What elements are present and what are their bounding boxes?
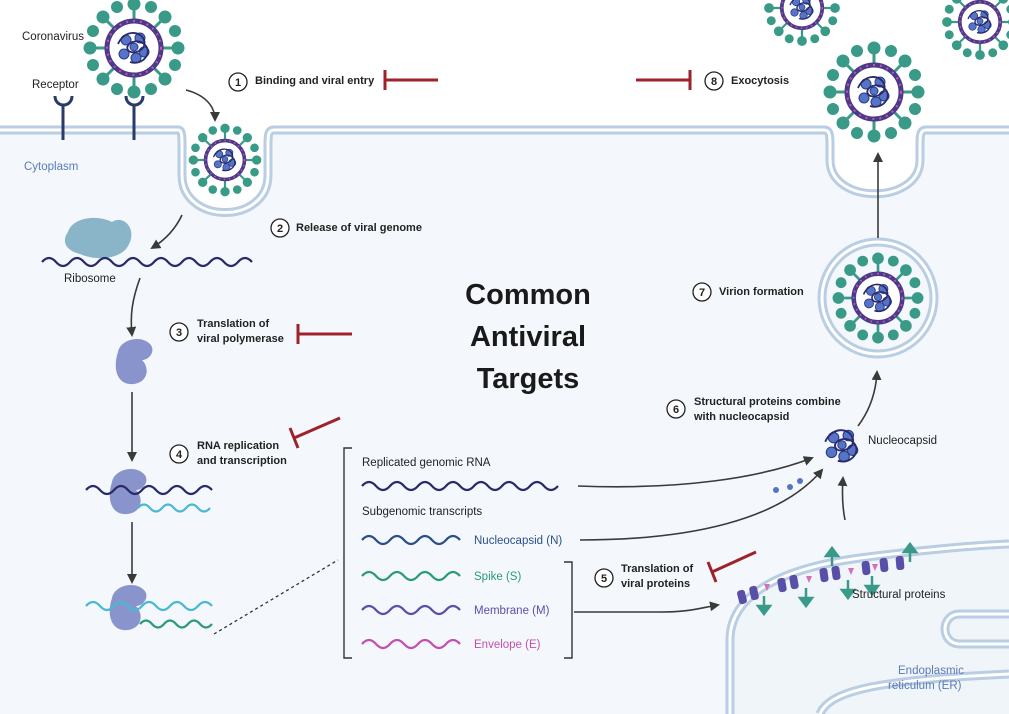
step-3-text-1: Translation of bbox=[197, 318, 269, 330]
template-rna bbox=[85, 484, 213, 496]
template-rna-2 bbox=[85, 600, 213, 612]
subgenomic-header: Subgenomic transcripts bbox=[362, 506, 482, 518]
transcript-e-label: Envelope (E) bbox=[474, 639, 541, 651]
exocytosed-virus bbox=[824, 42, 925, 143]
er-structural-proteins bbox=[737, 541, 919, 617]
step-7: 7 Virion formation bbox=[692, 282, 804, 302]
ribosome bbox=[64, 217, 132, 259]
transcript-s-label: Spike (S) bbox=[474, 571, 521, 583]
new-rna-strand bbox=[137, 503, 211, 513]
transcript-n-label: Nucleocapsid (N) bbox=[474, 535, 562, 547]
plasma-membrane bbox=[0, 125, 1009, 714]
replicated-rna-strand bbox=[361, 480, 559, 492]
svg-text:3: 3 bbox=[176, 327, 182, 339]
rna-panel: Replicated genomic RNA Subgenomic transc… bbox=[343, 447, 573, 659]
inhibitor-marks bbox=[288, 70, 757, 583]
receptor-left bbox=[53, 95, 74, 140]
receptor-right bbox=[124, 95, 145, 140]
viral-polymerase bbox=[115, 338, 153, 385]
svg-text:6: 6 bbox=[673, 404, 679, 416]
title-line2: Antiviral bbox=[470, 321, 586, 353]
step-5-text-1: Translation of bbox=[621, 563, 693, 575]
step-2-text: Release of viral genome bbox=[296, 222, 422, 234]
title-line3: Targets bbox=[477, 363, 580, 395]
svg-text:1: 1 bbox=[235, 77, 241, 89]
step-8: 8 Exocytosis bbox=[704, 71, 789, 91]
transcript-n-strand bbox=[361, 534, 461, 546]
step-4-text-1: RNA replication bbox=[197, 440, 279, 452]
step-3-text-2: viral polymerase bbox=[197, 333, 284, 345]
step-5-text-2: viral proteins bbox=[621, 578, 690, 590]
er-label-line1: Endoplasmic bbox=[898, 665, 964, 677]
endocytosed-virus bbox=[186, 121, 264, 199]
transcript-m-strand bbox=[361, 604, 461, 616]
assembled-virion bbox=[833, 253, 924, 344]
nucleocapsid-label: Nucleocapsid bbox=[868, 435, 937, 447]
step-6-text-1: Structural proteins combine bbox=[694, 396, 841, 408]
viral-genome-strand bbox=[41, 256, 253, 268]
transcript-s-strand bbox=[361, 570, 461, 582]
er-label-line2: reticulum (ER) bbox=[888, 680, 962, 692]
step-5: 5 Translation of viral proteins bbox=[594, 563, 693, 590]
released-virus-2 bbox=[940, 0, 1009, 62]
transcript-m-label: Membrane (M) bbox=[474, 605, 550, 617]
step-4-text-2: and transcription bbox=[197, 455, 287, 467]
step-3: 3 Translation of viral polymerase bbox=[169, 318, 284, 345]
cytoplasm-label: Cytoplasm bbox=[24, 161, 78, 173]
svg-text:5: 5 bbox=[601, 573, 607, 585]
step-2: 2 Release of viral genome bbox=[270, 218, 422, 238]
subgenomic-rna bbox=[139, 619, 213, 629]
transcript-e-strand bbox=[361, 638, 461, 650]
step-7-text: Virion formation bbox=[719, 286, 804, 298]
ribosome-label: Ribosome bbox=[64, 273, 116, 285]
svg-text:2: 2 bbox=[277, 223, 283, 235]
step-6: 6 Structural proteins combine with nucle… bbox=[666, 396, 841, 423]
released-virus-1 bbox=[762, 0, 842, 48]
step-8-text: Exocytosis bbox=[731, 75, 789, 87]
coronavirus-particle bbox=[84, 0, 185, 99]
endoplasmic-reticulum bbox=[725, 539, 1009, 714]
svg-text:8: 8 bbox=[711, 76, 717, 88]
step-6-text-2: with nucleocapsid bbox=[693, 411, 789, 423]
pathway-arrows bbox=[126, 89, 883, 613]
receptor-label: Receptor bbox=[32, 79, 79, 91]
step-1-text: Binding and viral entry bbox=[255, 75, 375, 87]
coronavirus-label: Coronavirus bbox=[22, 31, 84, 43]
replicated-rna-header: Replicated genomic RNA bbox=[362, 457, 491, 469]
svg-text:7: 7 bbox=[699, 287, 705, 299]
dashed-connector bbox=[213, 559, 339, 635]
step-4: 4 RNA replication and transcription bbox=[169, 440, 287, 467]
svg-text:4: 4 bbox=[176, 449, 183, 461]
title-line1: Common bbox=[465, 279, 591, 311]
step-1: 1 Binding and viral entry bbox=[228, 72, 375, 92]
structural-proteins-label: Structural proteins bbox=[852, 589, 946, 601]
